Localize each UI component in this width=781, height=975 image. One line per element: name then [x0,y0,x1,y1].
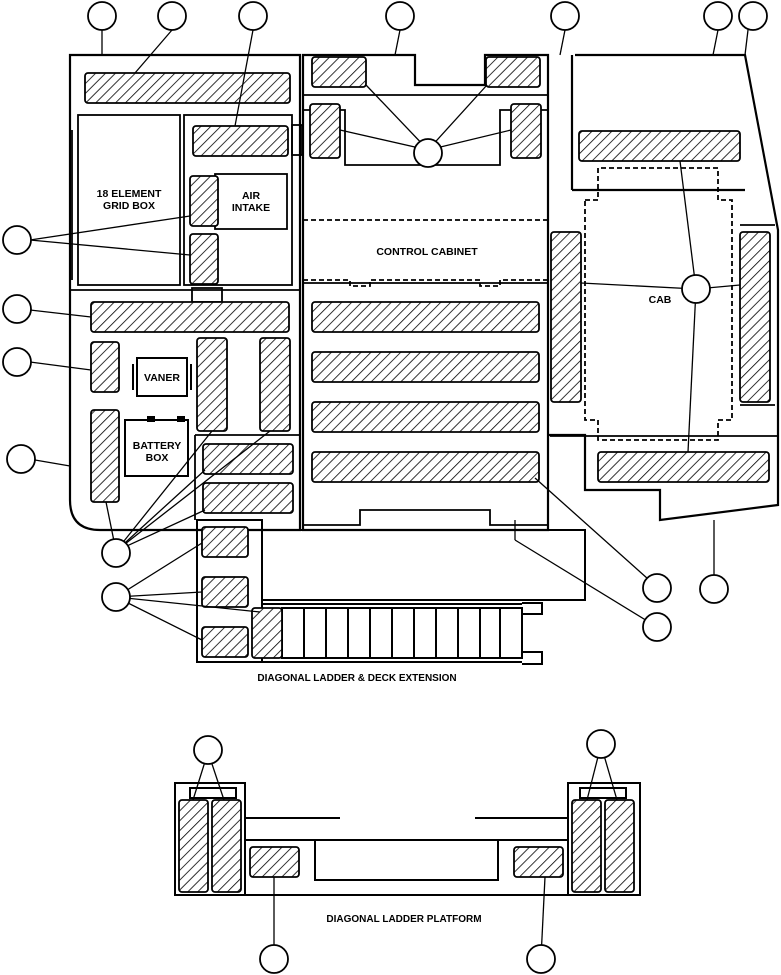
callout-11 [6,444,36,474]
callout-17 [699,574,729,604]
pad-cab-bottom [597,451,770,483]
pad-ladder-1 [201,526,249,558]
pad-ladder-3 [201,626,249,658]
grid-box-label-1: 18 ELEMENT [97,188,162,200]
pad-ladder-4 [251,607,283,659]
pad-ladder-2 [201,576,249,608]
air-intake-label-1: AIR [242,190,261,202]
pad-left-small [90,341,120,393]
pad-center-top-left [311,56,367,88]
callout-7 [738,1,768,31]
pad-right-of-battery-2 [202,482,294,514]
pad-platform-right-1 [571,799,602,893]
callout-15 [101,582,131,612]
ladder-platform [174,782,641,896]
pad-platform-left-1 [178,799,209,893]
pad-center-row-4 [311,451,540,483]
pad-center-row-1 [311,301,540,333]
pad-platform-left-2 [211,799,242,893]
battery-box [124,419,189,477]
pad-cab-right [739,231,771,403]
pad-platform-left-small [249,846,300,878]
battery-label-2: BOX [146,452,169,464]
callout-8 [2,225,32,255]
control-cabinet-label: CONTROL CABINET [376,246,478,258]
pad-left-tall [90,409,120,503]
callout-20 [586,729,616,759]
callout-2 [157,1,187,31]
left-deck-interior [70,114,300,520]
pad-center-top-right [485,56,541,88]
callout-22 [526,944,556,974]
callout-3 [238,1,268,31]
callout-10 [2,347,32,377]
callout-12 [413,138,443,168]
pad-top-left [84,72,291,104]
callout-21 [259,944,289,974]
callout-5 [550,1,580,31]
leader-lines [29,29,749,959]
pad-mid-vertical-2 [259,337,291,432]
callout-9 [2,294,32,324]
pad-platform-right-small [513,846,564,878]
callout-16 [642,573,672,603]
pad-left-wide [90,301,290,333]
equipment-boxes [124,357,192,477]
grid-box-label-2: GRID BOX [103,200,155,212]
callout-4 [385,1,415,31]
callout-1 [87,1,117,31]
callout-14 [101,538,131,568]
pad-platform-right-2 [604,799,635,893]
pad-above-air-intake [192,125,289,157]
ladder-caption: DIAGONAL LADDER & DECK EXTENSION [257,673,456,684]
vaner-label: VANER [144,372,180,384]
pad-cab-left [550,231,582,403]
callout-18 [642,612,672,642]
pad-center-side-left [309,103,341,159]
battery-label-1: BATTERY [133,440,181,452]
pad-air-intake-left-upper [189,175,219,227]
pad-center-row-3 [311,401,540,433]
pad-center-side-right [510,103,542,159]
air-intake-label-2: INTAKE [232,202,270,214]
callout-6 [703,1,733,31]
pad-cab-top [578,130,741,162]
pad-center-row-2 [311,351,540,383]
callout-13 [681,274,711,304]
pad-air-intake-left-lower [189,233,219,285]
pad-right-of-battery-1 [202,443,294,475]
cab-outline [550,167,778,441]
pad-mid-vertical-1 [196,337,228,432]
platform-caption: DIAGONAL LADDER PLATFORM [326,914,481,925]
text-labels: 18 ELEMENT GRID BOX AIR INTAKE CONTROL C… [97,188,672,925]
callout-19 [193,735,223,765]
cab-label: CAB [649,294,672,306]
vaner-box [136,357,188,397]
ladder-extension [196,519,586,665]
callout-circles [2,1,768,974]
